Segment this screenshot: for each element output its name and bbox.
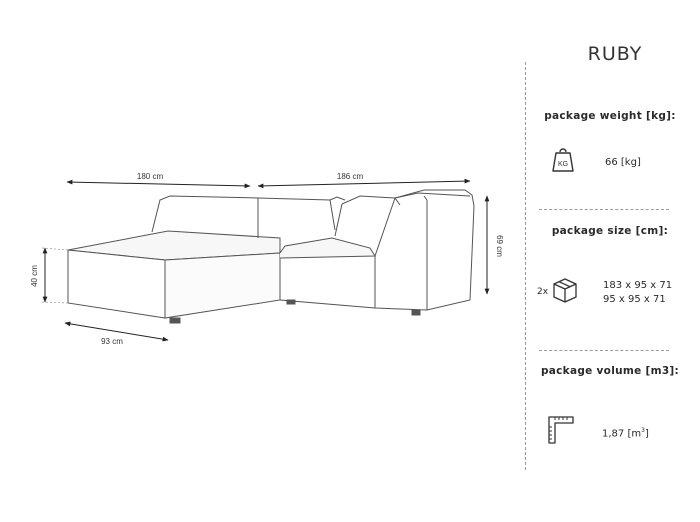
package-volume-label: package volume [m3]: xyxy=(540,365,680,377)
separator-2 xyxy=(539,350,669,351)
product-title: RUBY xyxy=(587,43,643,65)
dim-label-width-right: 186 cm xyxy=(337,172,364,181)
box-icon xyxy=(553,278,577,303)
package-weight-value: 66 [kg] xyxy=(605,157,641,168)
sofa-technical-drawing: 180 cm 186 cm 40 cm 69 cm 93 cm xyxy=(30,172,504,346)
dim-label-width-left: 180 cm xyxy=(137,172,164,181)
dimension-lines xyxy=(42,178,490,342)
package-count: 2x xyxy=(537,287,549,297)
package-weight-label: package weight [kg]: xyxy=(544,110,676,122)
dim-line-depth xyxy=(64,321,169,342)
dim-line-width-left xyxy=(66,179,251,189)
package-size-value-2: 95 x 95 x 71 xyxy=(603,294,666,305)
package-size-value-1: 183 x 95 x 71 xyxy=(603,280,673,291)
volume-number: 1,87 xyxy=(602,428,625,440)
package-size-values: 183 x 95 x 71 95 x 95 x 71 xyxy=(603,279,672,307)
kg-weight-icon: KG xyxy=(552,148,574,172)
volume-unit: [m xyxy=(627,428,642,440)
dim-label-total-height: 69 cm xyxy=(495,235,504,257)
ruler-corner-icon xyxy=(548,416,574,444)
volume-unit-close: ] xyxy=(644,428,649,440)
package-volume-value: 1,87 [m3] xyxy=(602,427,649,439)
sofa-outline xyxy=(67,189,475,324)
column-divider xyxy=(525,62,526,470)
svg-text:KG: KG xyxy=(558,161,568,168)
package-size-label: package size [cm]: xyxy=(551,225,669,237)
dim-label-seat-height: 40 cm xyxy=(30,265,39,287)
volume-unit-exponent: 3 xyxy=(641,427,645,434)
separator-1 xyxy=(539,209,669,210)
dim-label-depth: 93 cm xyxy=(101,337,123,346)
dim-line-width-right xyxy=(257,178,471,189)
